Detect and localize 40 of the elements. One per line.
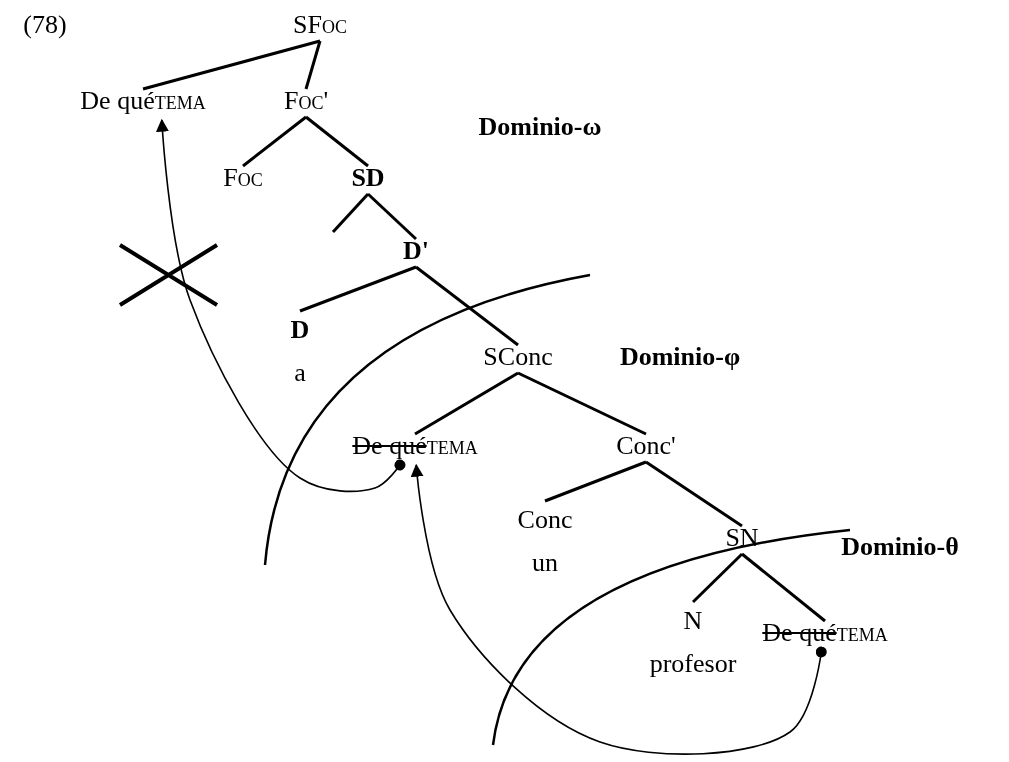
node-label: D bbox=[290, 314, 310, 346]
node-label: SFoc bbox=[293, 10, 347, 40]
feature-label: TEMA bbox=[426, 438, 478, 458]
lexical-item: a bbox=[293, 357, 307, 389]
tree-branch bbox=[415, 265, 519, 347]
tree-branch bbox=[299, 265, 417, 313]
example-number: (78) bbox=[23, 10, 67, 40]
node-label: De qué bbox=[352, 431, 427, 460]
tree-branch bbox=[741, 552, 826, 623]
domain-label: Dominio-θ bbox=[841, 532, 959, 562]
tree-branch bbox=[142, 39, 321, 91]
node-label: Conc bbox=[517, 504, 573, 536]
node-label: Foc' bbox=[283, 86, 329, 116]
node-label: SConc bbox=[483, 342, 553, 372]
tree-branch bbox=[517, 371, 647, 436]
node-label: D' bbox=[403, 236, 429, 266]
lexical-item: profesor bbox=[649, 648, 737, 680]
node-label: De qué bbox=[762, 618, 837, 647]
tree-branch bbox=[645, 460, 743, 528]
movement-arrow bbox=[156, 118, 406, 493]
tree-branch bbox=[331, 193, 370, 233]
node-label: N bbox=[682, 605, 704, 637]
node-label: Conc' bbox=[616, 431, 676, 461]
node-label: SD bbox=[351, 163, 385, 193]
node-label: Foc bbox=[223, 163, 263, 193]
tree-branch bbox=[691, 552, 744, 604]
tree-branch bbox=[544, 460, 647, 503]
tree-branch bbox=[414, 371, 519, 436]
lexical-item: un bbox=[531, 547, 559, 579]
feature-label: TEMA bbox=[836, 625, 888, 645]
feature-label: TEMA bbox=[154, 93, 206, 113]
domain-label: Dominio-ω bbox=[478, 112, 602, 142]
tree-branch bbox=[305, 115, 369, 168]
tree-branch bbox=[304, 40, 322, 90]
domain-label: Dominio-φ bbox=[619, 342, 741, 372]
movement-arrow bbox=[410, 463, 827, 755]
tree-branch bbox=[242, 115, 307, 168]
tree-branch bbox=[366, 192, 418, 241]
node-label: De qué bbox=[80, 86, 155, 115]
node-label: SN bbox=[725, 523, 759, 553]
